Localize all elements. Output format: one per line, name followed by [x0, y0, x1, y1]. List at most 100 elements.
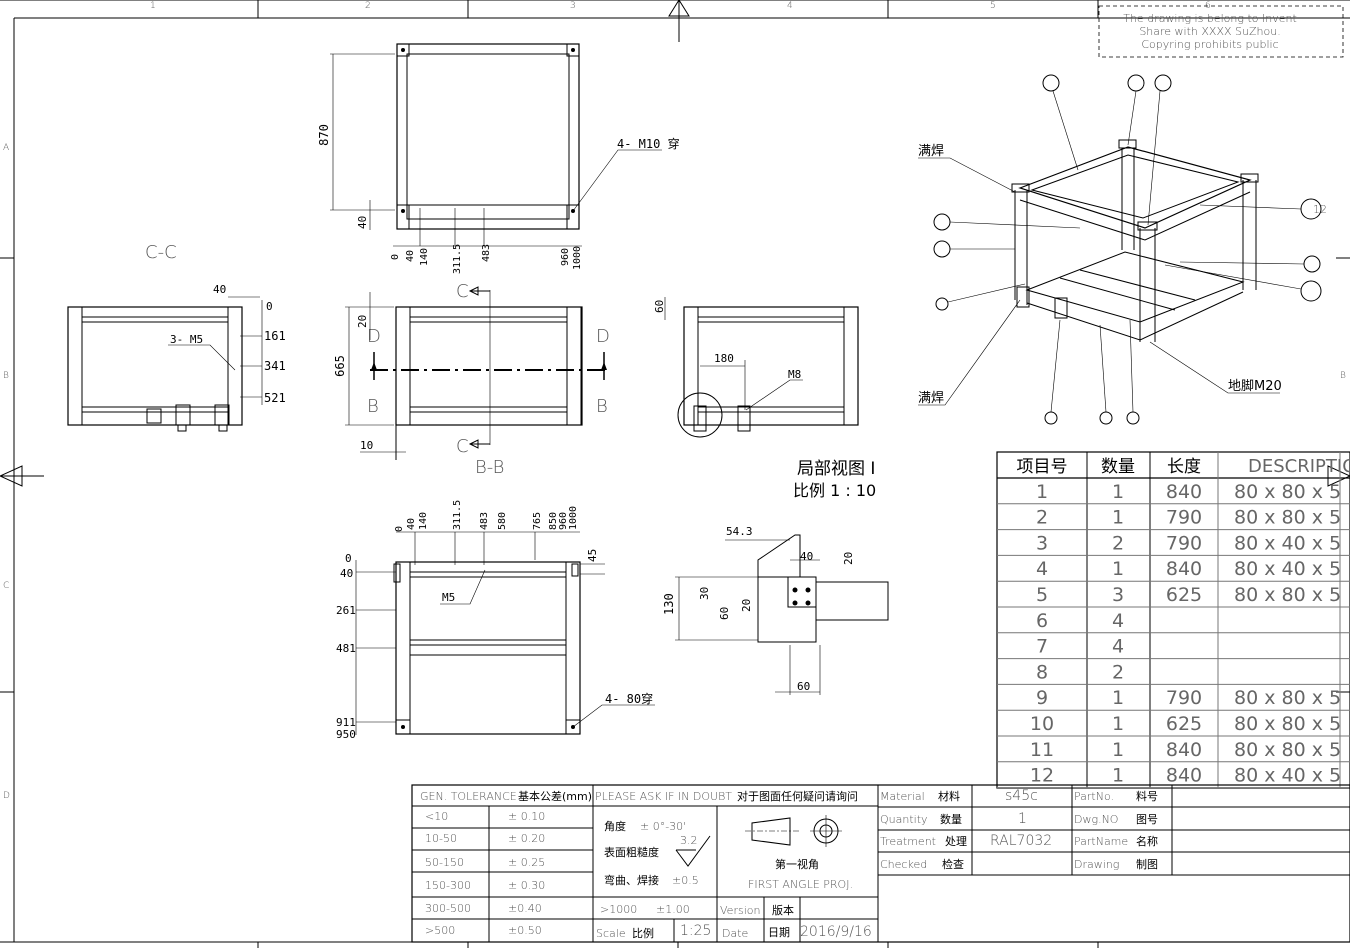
dim-10: 10	[360, 439, 373, 452]
tolerance-tol: ±0.40	[508, 902, 542, 915]
zone-label: 3	[570, 1, 576, 11]
bom-cell-len: 840	[1166, 481, 1202, 503]
bend-value: ±0.5	[672, 874, 699, 887]
zone-label: D	[3, 791, 10, 801]
bom-cell-qty: 1	[1112, 765, 1124, 787]
view-label: B-B	[475, 457, 504, 478]
tolerance-tol: ± 0.25	[508, 856, 545, 869]
hole-note: 3- M5	[170, 333, 203, 346]
zone-label: 4	[787, 1, 793, 11]
section-d-marker: D	[367, 326, 381, 347]
bom-cell-item: 11	[1030, 739, 1054, 761]
dim: 950	[336, 728, 356, 741]
tolerance-range: 150-300	[425, 879, 471, 892]
thread-note: M8	[788, 368, 801, 381]
view-label: C-C	[145, 242, 177, 263]
bom-cell-qty: 1	[1112, 739, 1124, 761]
dim: 0	[390, 254, 401, 260]
tolerance-tol: ±0.50	[508, 924, 542, 937]
zone-label: A	[3, 143, 9, 153]
dwgno-cn: 图号	[1136, 813, 1158, 826]
bom-cell-desc: 80 x 80 x 5	[1234, 713, 1341, 735]
dim: 140	[419, 248, 430, 266]
bom-cell-desc: 80 x 40 x 5	[1234, 765, 1341, 787]
tolerance-range: 10-50	[425, 832, 457, 845]
dim-45: 45	[586, 549, 599, 562]
bom-cell-qty: 4	[1112, 636, 1124, 658]
dim: 1000	[568, 506, 579, 530]
notice-line-3: Copyring prohibits public	[1141, 38, 1278, 51]
top-view: 870 40 0 40 140 311.5 483 960 1000 4- M1…	[317, 43, 680, 274]
bom-cell-qty: 1	[1112, 713, 1124, 735]
bom-cell-desc: 80 x 80 x 5	[1234, 481, 1341, 503]
dim-161: 161	[264, 329, 286, 343]
zone-label: 5	[990, 1, 996, 11]
tolerance-tol: ± 0.20	[508, 832, 545, 845]
material-cn: 材料	[938, 789, 960, 803]
dim-341: 341	[264, 359, 286, 373]
dim: 765	[532, 512, 543, 530]
angle-label: 角度	[604, 819, 626, 833]
drawing-label: Drawing	[1074, 858, 1119, 871]
dim: 60	[718, 607, 731, 620]
section-d-marker: D	[596, 326, 610, 347]
bom-cell-qty: 1	[1112, 507, 1124, 529]
dim: 40	[340, 567, 353, 580]
hole-note: 4- M10 穿	[617, 136, 680, 151]
gt1000-range: >1000	[600, 903, 637, 916]
zone-label: 1	[150, 1, 156, 11]
checked-cn: 检查	[942, 857, 964, 871]
side-view: 60 180 M8	[653, 297, 859, 438]
detail-title: 局部视图 I	[797, 459, 875, 479]
bom-cell-len: 790	[1166, 532, 1202, 554]
bom-cell-qty: 1	[1112, 558, 1124, 580]
dim-665: 665	[333, 355, 347, 377]
m5-note: M5	[442, 591, 455, 604]
quantity-cn: 数量	[940, 813, 962, 826]
notice-line-1: The drawing is belong to Invent	[1123, 12, 1297, 25]
angle-value: ± 0°-30'	[640, 820, 686, 833]
dim: 481	[336, 642, 356, 655]
ask-cn: 对于图面任何疑问请询问	[737, 789, 858, 803]
date-label-cn: 日期	[768, 926, 790, 939]
dim: 40	[800, 550, 813, 563]
dim: 0	[394, 526, 405, 532]
dim: 20	[842, 552, 855, 565]
treatment-value: RAL7032	[990, 833, 1052, 849]
bom-cell-item: 4	[1036, 558, 1048, 580]
bom-cell-item: 12	[1030, 765, 1054, 787]
dim-180: 180	[714, 352, 734, 365]
checked-label: Checked	[880, 858, 927, 871]
treatment-label: Treatment	[880, 835, 936, 848]
bom-cell-item: 7	[1036, 636, 1048, 658]
bom-cell-qty: 1	[1112, 481, 1124, 503]
detail-view: 局部视图 I 比例 1 : 10 54.3 40 20 130 30 60 20…	[662, 459, 889, 695]
dim: 960	[558, 512, 569, 530]
bom-cell-len: 840	[1166, 765, 1202, 787]
treatment-cn: 处理	[945, 835, 967, 848]
roughness-value: 3.2	[680, 834, 698, 847]
bom-cell-desc: 80 x 80 x 5	[1234, 507, 1341, 529]
dim-870: 870	[317, 124, 331, 146]
zone-label: C	[3, 581, 9, 591]
plan-view: 0 40 140 311.5 483 580 765 850 960 1000 …	[336, 500, 655, 741]
bend-label: 弯曲、焊接	[604, 873, 659, 887]
projection-label: FIRST ANGLE PROJ.	[748, 878, 853, 891]
dim: 1000	[572, 246, 583, 270]
bom-header: 长度	[1167, 457, 1201, 477]
version-label-cn: 版本	[772, 903, 794, 917]
dim: 40	[405, 250, 416, 262]
bom-cell-qty: 4	[1112, 610, 1124, 632]
bom-cell-desc: 80 x 80 x 5	[1234, 584, 1341, 606]
partno-label: PartNo.	[1074, 790, 1114, 803]
material-label: Material	[880, 790, 925, 803]
tolerance-tol: ± 0.30	[508, 879, 545, 892]
dwgno-label: Dwg.NO	[1074, 813, 1118, 826]
dim: 311.5	[452, 500, 463, 530]
zone-label: B	[1340, 371, 1346, 381]
bom-cell-item: 10	[1030, 713, 1054, 735]
bom-cell-len: 840	[1166, 558, 1202, 580]
scale-label: Scale	[596, 927, 626, 940]
